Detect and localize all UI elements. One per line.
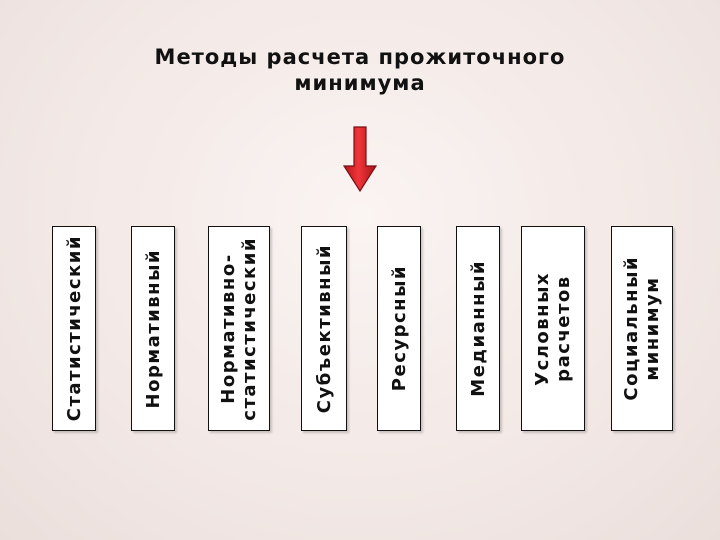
method-label: Медианный bbox=[467, 260, 489, 397]
method-box-conditional-calculations: Условных расчетов bbox=[521, 226, 585, 431]
method-label: Статистический bbox=[63, 235, 85, 422]
down-arrow-icon bbox=[343, 126, 377, 192]
method-label: Субъективный bbox=[313, 243, 335, 414]
method-box-resource: Ресурсный bbox=[377, 226, 421, 431]
title-line-2: минимума bbox=[294, 71, 426, 95]
method-box-statistical: Статистический bbox=[52, 226, 96, 431]
slide-title: Методы расчета прожиточного минимума bbox=[80, 44, 640, 96]
method-box-subjective: Субъективный bbox=[301, 226, 347, 431]
method-box-median: Медианный bbox=[456, 226, 500, 431]
method-label: Ресурсный bbox=[388, 265, 410, 392]
method-box-normative-statistical: Нормативно- статистический bbox=[208, 226, 270, 431]
method-box-social-minimum: Социальный минимум bbox=[611, 226, 673, 431]
method-label: Социальный минимум bbox=[621, 256, 663, 401]
method-box-normative: Нормативный bbox=[131, 226, 175, 431]
method-label: Нормативно- статистический bbox=[218, 236, 260, 421]
title-line-1: Методы расчета прожиточного bbox=[154, 45, 566, 69]
method-label: Условных расчетов bbox=[532, 271, 574, 386]
method-label: Нормативный bbox=[142, 248, 164, 409]
